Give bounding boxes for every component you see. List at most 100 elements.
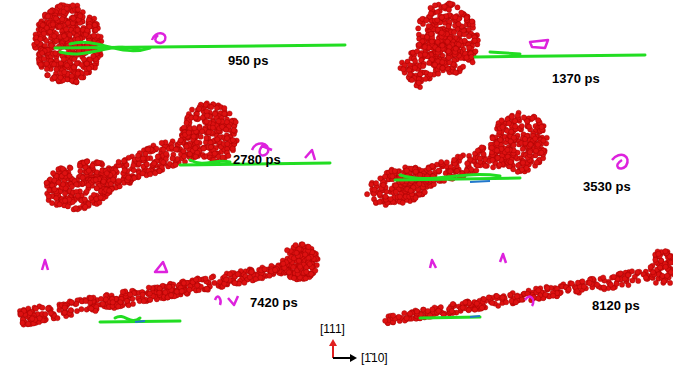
atom: [135, 153, 140, 158]
atom: [446, 49, 451, 54]
atom: [214, 105, 219, 110]
atom: [82, 197, 87, 202]
atom: [52, 34, 57, 39]
atom: [101, 178, 106, 183]
atom: [454, 70, 459, 75]
atom: [432, 3, 437, 8]
atom: [204, 135, 209, 140]
atom: [418, 53, 423, 58]
atom: [184, 120, 189, 125]
atom: [91, 53, 96, 58]
atom: [87, 24, 92, 29]
atom: [417, 42, 422, 47]
atom: [513, 124, 518, 129]
atom: [448, 1, 453, 6]
atom: [122, 168, 127, 173]
atom: [67, 165, 72, 170]
atom: [440, 66, 445, 71]
atom: [428, 72, 433, 77]
atom: [157, 169, 162, 174]
atom: [439, 15, 444, 20]
atom: [461, 64, 466, 69]
atom: [500, 125, 505, 130]
atom: [410, 51, 415, 56]
atom: [439, 30, 444, 35]
atom: [78, 169, 83, 174]
atom: [57, 24, 62, 29]
atom: [72, 57, 77, 62]
atom: [528, 141, 533, 146]
atom: [445, 39, 450, 44]
atom: [75, 71, 80, 76]
atom: [52, 62, 57, 67]
atom: [192, 125, 197, 130]
atom: [454, 46, 459, 51]
atom: [53, 16, 58, 21]
atom: [520, 146, 525, 151]
atom: [522, 136, 527, 141]
atom: [156, 154, 161, 159]
atom: [145, 146, 150, 151]
atom: [53, 51, 58, 56]
atom: [527, 124, 532, 129]
atom: [230, 137, 235, 142]
atom: [170, 156, 175, 161]
atom: [409, 77, 414, 82]
atom: [435, 39, 440, 44]
atom: [413, 59, 418, 64]
atom: [506, 121, 511, 126]
atom: [418, 72, 423, 77]
atom: [187, 152, 192, 157]
atom: [116, 159, 121, 164]
atom: [62, 33, 67, 38]
atom: [223, 127, 228, 132]
atom: [63, 198, 68, 203]
atom: [79, 75, 84, 80]
atom: [41, 31, 46, 36]
atom: [94, 186, 99, 191]
atom: [51, 171, 56, 176]
atom: [193, 115, 198, 120]
atom: [424, 35, 429, 40]
atom: [40, 51, 45, 56]
atom: [446, 24, 451, 29]
atom: [536, 118, 541, 123]
atom: [452, 30, 457, 35]
atom: [524, 165, 529, 170]
atom: [48, 9, 53, 14]
atom: [96, 160, 101, 165]
atom: [76, 7, 81, 12]
atom: [57, 4, 62, 9]
atom: [216, 119, 221, 124]
atom: [205, 113, 210, 118]
atom: [107, 188, 112, 193]
atom: [422, 52, 427, 57]
atom: [539, 150, 544, 155]
atom: [144, 162, 149, 167]
atom: [44, 61, 49, 66]
atom: [423, 76, 428, 81]
atom: [84, 189, 89, 194]
atom: [161, 147, 166, 152]
atom: [175, 156, 180, 161]
atom: [41, 56, 46, 61]
atom: [519, 123, 524, 128]
atom: [67, 32, 72, 37]
atom: [424, 18, 429, 23]
atom: [174, 147, 179, 152]
atom: [528, 142, 533, 147]
atom: [45, 14, 50, 19]
atom: [54, 38, 59, 43]
atom: [455, 5, 460, 10]
atom: [174, 146, 179, 151]
atom: [469, 54, 474, 59]
atom: [54, 196, 59, 201]
atom: [226, 153, 231, 158]
atom: [92, 22, 97, 27]
atom: [407, 72, 412, 77]
atom: [71, 16, 76, 21]
atom: [499, 118, 504, 123]
atom: [206, 130, 211, 135]
atom: [541, 138, 546, 143]
atom: [93, 177, 98, 182]
